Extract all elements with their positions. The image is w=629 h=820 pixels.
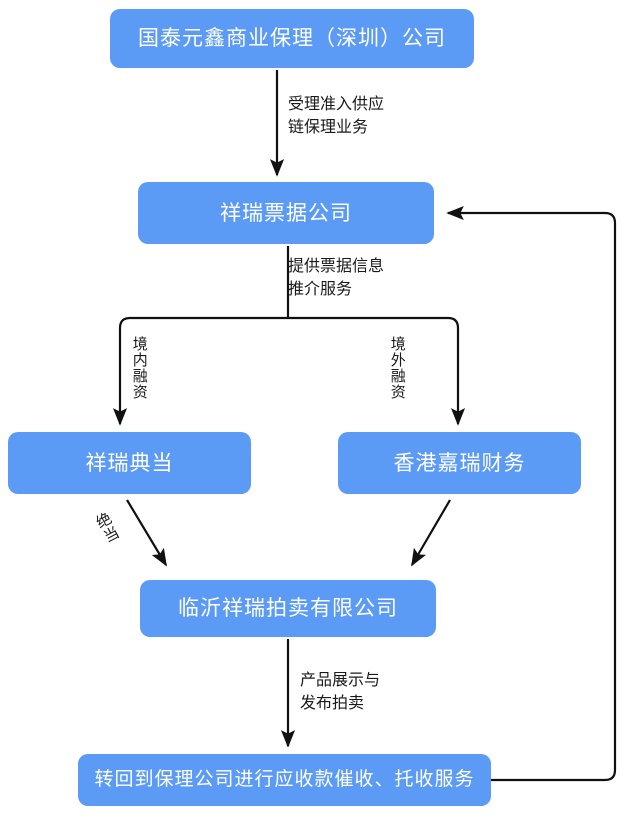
node-label: 香港嘉瑞财务 <box>393 450 526 475</box>
node-hongkong-jiarui-finance[interactable]: 香港嘉瑞财务 <box>338 432 581 494</box>
edge-label-provide-bill-info: 提供票据信息 推介服务 <box>288 256 385 299</box>
node-linyi-xiangrui-auction[interactable]: 临沂祥瑞拍卖有限公司 <box>140 580 436 637</box>
node-xiangrui-bill-company[interactable]: 祥瑞票据公司 <box>138 182 434 244</box>
node-label: 祥瑞票据公司 <box>220 200 352 225</box>
edge-hk-to-auction <box>411 499 451 567</box>
node-guotai-yuanxin-factoring[interactable]: 国泰元鑫商业保理（深圳）公司 <box>110 9 474 68</box>
edge-label-overseas-financing: 境外融资 <box>388 336 407 400</box>
edge-split-right <box>288 316 466 426</box>
node-label: 国泰元鑫商业保理（深圳）公司 <box>138 26 446 51</box>
edge-pawn-to-auction <box>126 499 167 567</box>
edge-label-accept-supply-chain: 受理准入供应 链保理业务 <box>288 94 385 137</box>
node-label: 临沂祥瑞拍卖有限公司 <box>178 596 398 621</box>
node-return-to-factoring-collection[interactable]: 转回到保理公司进行应收款催收、托收服务 <box>78 754 491 806</box>
node-xiangrui-pawnshop[interactable]: 祥瑞典当 <box>8 432 251 494</box>
node-label: 祥瑞典当 <box>85 450 174 475</box>
edge-label-domestic-financing: 境内融资 <box>130 336 149 400</box>
edge-return-to-bill <box>446 205 617 782</box>
node-label: 转回到保理公司进行应收款催收、托收服务 <box>94 768 475 791</box>
edge-label-product-display-auction: 产品展示与 发布拍卖 <box>300 670 381 713</box>
edge-label-pawn-forfeiture: 绝当 <box>91 509 123 547</box>
